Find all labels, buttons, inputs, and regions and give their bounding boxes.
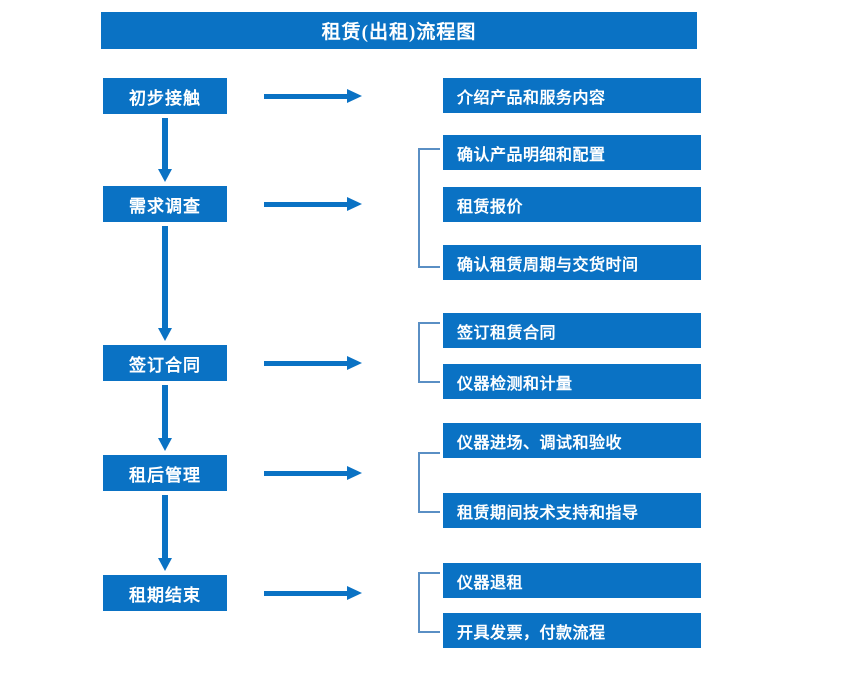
stage-box-5[interactable]: 租期结束 xyxy=(103,575,227,611)
detail-box-4[interactable]: 确认租赁周期与交货时间 xyxy=(443,245,701,280)
right-arrow-1 xyxy=(264,89,362,103)
right-arrow-2 xyxy=(264,197,362,211)
detail-box-10[interactable]: 开具发票，付款流程 xyxy=(443,613,701,648)
diagram-title: 租赁(出租)流程图 xyxy=(101,12,697,49)
group-bracket-1 xyxy=(418,148,440,268)
down-arrow-4 xyxy=(158,495,172,571)
detail-box-1[interactable]: 介绍产品和服务内容 xyxy=(443,78,701,113)
detail-box-2[interactable]: 确认产品明细和配置 xyxy=(443,135,701,170)
down-arrow-1 xyxy=(158,118,172,182)
detail-box-5[interactable]: 签订租赁合同 xyxy=(443,313,701,348)
group-bracket-3 xyxy=(418,452,440,513)
detail-box-8[interactable]: 租赁期间技术支持和指导 xyxy=(443,493,701,528)
down-arrow-3 xyxy=(158,385,172,451)
group-bracket-4 xyxy=(418,572,440,633)
stage-box-1[interactable]: 初步接触 xyxy=(103,78,227,114)
detail-box-7[interactable]: 仪器进场、调试和验收 xyxy=(443,423,701,458)
right-arrow-3 xyxy=(264,356,362,370)
right-arrow-5 xyxy=(264,586,362,600)
right-arrow-4 xyxy=(264,466,362,480)
down-arrow-2 xyxy=(158,226,172,341)
detail-box-3[interactable]: 租赁报价 xyxy=(443,187,701,222)
stage-box-2[interactable]: 需求调查 xyxy=(103,186,227,222)
detail-box-9[interactable]: 仪器退租 xyxy=(443,563,701,598)
group-bracket-2 xyxy=(418,322,440,383)
stage-box-4[interactable]: 租后管理 xyxy=(103,455,227,491)
stage-box-3[interactable]: 签订合同 xyxy=(103,345,227,381)
detail-box-6[interactable]: 仪器检测和计量 xyxy=(443,364,701,399)
